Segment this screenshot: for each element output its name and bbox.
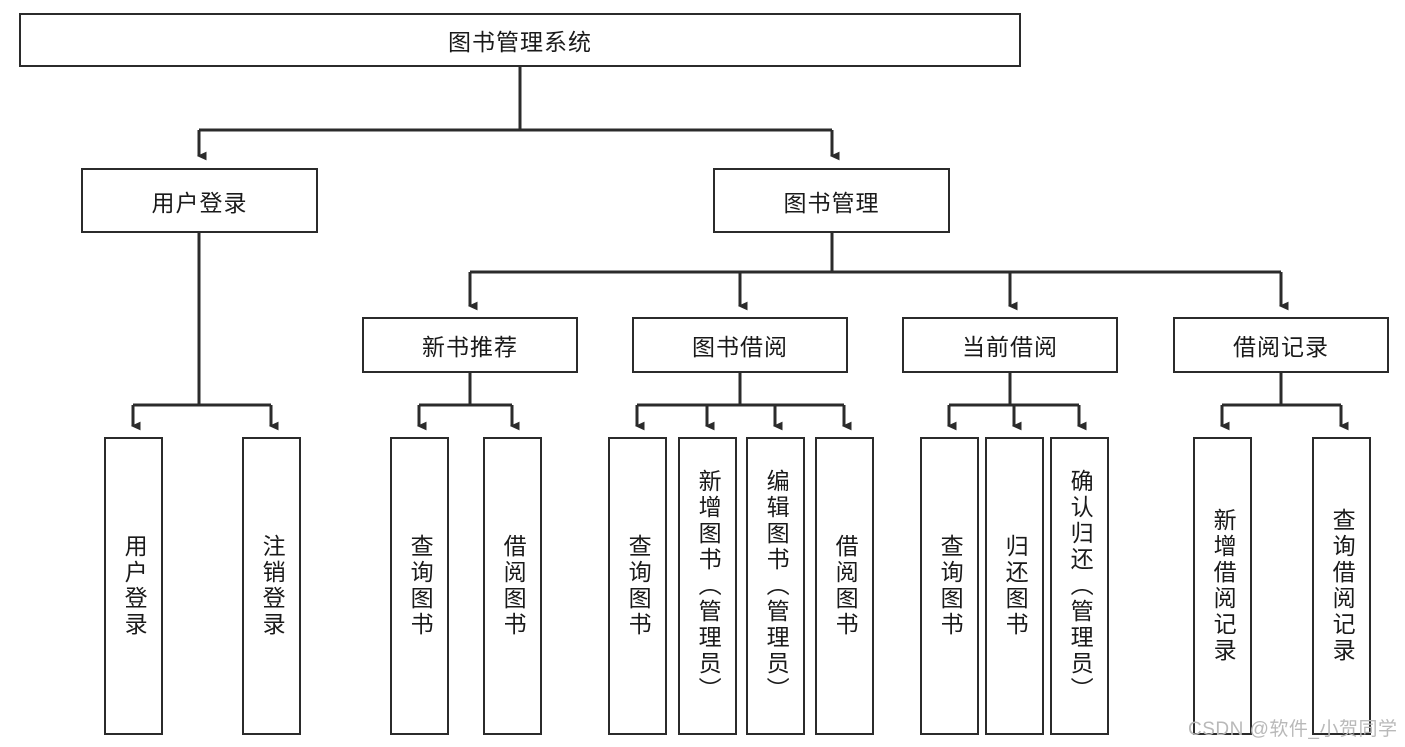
- node-leaf-borrow-book-1[interactable]: 借阅图书: [483, 437, 542, 735]
- node-leaf-user-login[interactable]: 用户登录: [104, 437, 163, 735]
- node-leaf-return-book[interactable]: 归还图书: [985, 437, 1044, 735]
- node-leaf-confirm-return[interactable]: 确认归还（管理员）: [1050, 437, 1109, 735]
- node-leaf-confirm-return-label: 确认归还（管理员）: [1067, 469, 1094, 703]
- node-leaf-logout-login[interactable]: 注销登录: [242, 437, 301, 735]
- node-leaf-add-record-label: 新增借阅记录: [1210, 508, 1237, 664]
- node-leaf-query-book-2-label: 查询图书: [625, 534, 652, 638]
- node-new-book-recommend[interactable]: 新书推荐: [362, 317, 578, 373]
- node-new-book-recommend-label: 新书推荐: [422, 334, 518, 360]
- node-leaf-query-book-3[interactable]: 查询图书: [920, 437, 979, 735]
- node-leaf-edit-book[interactable]: 编辑图书（管理员）: [746, 437, 805, 735]
- node-current-borrow[interactable]: 当前借阅: [902, 317, 1118, 373]
- node-leaf-query-book-3-label: 查询图书: [937, 534, 964, 638]
- node-user-login-label: 用户登录: [151, 189, 248, 216]
- node-book-borrow-label: 图书借阅: [692, 334, 788, 360]
- node-leaf-query-record[interactable]: 查询借阅记录: [1312, 437, 1371, 735]
- node-leaf-edit-book-label: 编辑图书（管理员）: [763, 469, 790, 703]
- node-leaf-user-login-label: 用户登录: [121, 534, 148, 638]
- node-borrow-record-label: 借阅记录: [1233, 334, 1329, 360]
- node-book-manage[interactable]: 图书管理: [713, 168, 950, 233]
- node-leaf-query-book-2[interactable]: 查询图书: [608, 437, 667, 735]
- node-leaf-return-book-label: 归还图书: [1002, 534, 1029, 638]
- node-book-manage-label: 图书管理: [783, 189, 880, 216]
- node-leaf-query-record-label: 查询借阅记录: [1329, 508, 1356, 664]
- node-leaf-add-record[interactable]: 新增借阅记录: [1193, 437, 1252, 735]
- node-leaf-add-book-label: 新增图书（管理员）: [695, 469, 722, 703]
- node-leaf-add-book[interactable]: 新增图书（管理员）: [678, 437, 737, 735]
- csdn-watermark: CSDN @软件_小贺同学: [1188, 719, 1398, 740]
- node-root[interactable]: 图书管理系统: [19, 13, 1021, 67]
- node-leaf-query-book-1-label: 查询图书: [407, 534, 434, 638]
- node-borrow-record[interactable]: 借阅记录: [1173, 317, 1389, 373]
- node-leaf-borrow-book-1-label: 借阅图书: [500, 534, 527, 638]
- node-root-label: 图书管理系统: [448, 29, 592, 55]
- node-leaf-query-book-1[interactable]: 查询图书: [390, 437, 449, 735]
- node-current-borrow-label: 当前借阅: [962, 334, 1058, 360]
- node-book-borrow[interactable]: 图书借阅: [632, 317, 848, 373]
- node-leaf-borrow-book-2-label: 借阅图书: [832, 534, 859, 638]
- node-leaf-borrow-book-2[interactable]: 借阅图书: [815, 437, 874, 735]
- node-leaf-logout-login-label: 注销登录: [259, 534, 286, 638]
- node-user-login[interactable]: 用户登录: [81, 168, 318, 233]
